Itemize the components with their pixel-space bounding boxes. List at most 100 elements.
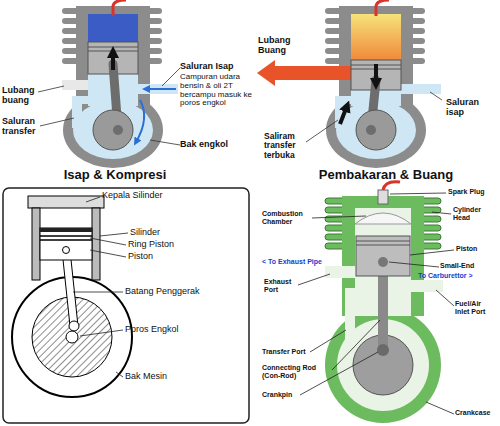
crankcase-chamber <box>73 101 153 159</box>
part-label: Kepala Silinder <box>102 191 163 201</box>
part-label: Spark Plug <box>448 188 485 196</box>
exhaust-port <box>62 80 88 90</box>
spark-plug <box>378 190 388 204</box>
part-label: Cylinder Head <box>453 206 489 221</box>
intake-flow-arrow <box>146 88 176 90</box>
leader-line <box>116 372 123 377</box>
piston-ring <box>88 51 138 52</box>
combustion-gas <box>351 14 401 60</box>
piston <box>40 228 92 260</box>
piston-ring <box>356 241 410 242</box>
leader-lines <box>298 193 454 414</box>
part-label: Crankcase <box>455 409 490 417</box>
leader-line <box>298 274 330 285</box>
part-label: Bak Mesin <box>125 372 167 382</box>
compression-engine <box>62 0 178 168</box>
part-label: Connecting Rod (Con-Rod) <box>262 364 330 379</box>
part-label: Piston <box>128 252 153 262</box>
description-note: Campuran udara bensin & oli 2T bercampu … <box>180 73 254 108</box>
crankpin <box>69 321 79 331</box>
leader-line <box>389 262 439 267</box>
exhaust-port <box>325 266 355 278</box>
crank-web <box>353 335 413 395</box>
part-label: Bak engkol <box>180 140 228 150</box>
spark-plug <box>376 0 389 16</box>
transfer-flow-arrow <box>340 106 347 124</box>
part-label: Lubang buang <box>2 86 42 106</box>
leader-line <box>432 212 451 214</box>
leader-line <box>306 120 338 142</box>
connecting-rod <box>62 250 78 326</box>
panel-caption: Isap & Kompresi <box>30 168 200 182</box>
transfer-passage <box>72 96 88 128</box>
piston <box>356 236 410 276</box>
piston-ring <box>40 235 92 237</box>
direction-label: < To Exhaust Pipe <box>262 258 322 266</box>
leader-line <box>80 330 123 336</box>
spark-plug <box>113 0 126 16</box>
crankpin <box>377 344 389 356</box>
crank-axle <box>66 331 78 343</box>
leader-line <box>390 193 446 194</box>
leader-line <box>436 290 454 306</box>
piston-pin <box>63 247 70 254</box>
cylinder-head <box>28 196 104 208</box>
motion-arrow <box>374 64 378 84</box>
small-end <box>378 257 388 267</box>
power-engine <box>257 0 441 168</box>
part-label: Saliram transfer terbuka <box>264 132 306 160</box>
part-label: Fuel/Air Inlet Port <box>455 300 497 315</box>
part-label: Combustion Chamber <box>262 210 310 225</box>
compressed-charge <box>88 14 138 42</box>
leader-line <box>300 352 378 395</box>
cylinder-wall <box>32 208 40 280</box>
part-label: Lubang Buang <box>258 36 300 56</box>
panel-caption: Pembakaran & Buang <box>286 168 486 182</box>
leader-line <box>40 118 74 126</box>
spark-plug-wire <box>383 182 400 190</box>
crankpin <box>113 125 123 135</box>
leader-line <box>86 197 100 202</box>
leader-lines <box>38 68 180 145</box>
part-label: Batang Penggerak <box>125 287 200 297</box>
leader-line <box>312 216 366 218</box>
part-label: Small-End <box>440 262 474 270</box>
panel-border <box>3 188 249 423</box>
exhaust-flow-arrow <box>257 60 353 86</box>
leader-lines <box>306 92 442 142</box>
leader-line <box>426 402 454 414</box>
leader-lines <box>73 197 128 377</box>
cylinder-wall <box>92 208 100 280</box>
transfer-port <box>345 288 355 340</box>
leader-line <box>100 233 128 236</box>
combustion-chamber <box>355 213 411 224</box>
crankpin <box>366 125 376 135</box>
leader-line <box>162 68 180 86</box>
piston-crown <box>40 228 92 232</box>
leader-line <box>73 292 123 293</box>
part-label: Ring Piston <box>128 240 174 250</box>
inlet-port <box>411 280 443 292</box>
crankcase-chamber <box>336 101 416 159</box>
part-label: Piston <box>456 245 477 253</box>
crank-disc <box>93 110 133 150</box>
leader-line <box>38 86 64 92</box>
part-label: Saluran transfer <box>2 117 44 137</box>
transfer-passage <box>335 96 351 128</box>
direction-label: To Carburettor > <box>418 272 473 280</box>
motion-arrow <box>111 52 115 70</box>
leader-line <box>90 238 126 245</box>
leader-line <box>332 320 380 370</box>
part-label: Saluran Isap <box>180 62 234 72</box>
part-label: Exhaust Port <box>264 278 298 293</box>
part-label: Poros Engkol <box>125 325 179 335</box>
engine-parts-drawing <box>3 188 249 423</box>
piston-ring <box>40 239 92 241</box>
intake-port <box>138 84 178 94</box>
intake-flow-arrow <box>136 100 144 142</box>
intake-port <box>401 84 441 94</box>
leader-line <box>150 140 180 145</box>
